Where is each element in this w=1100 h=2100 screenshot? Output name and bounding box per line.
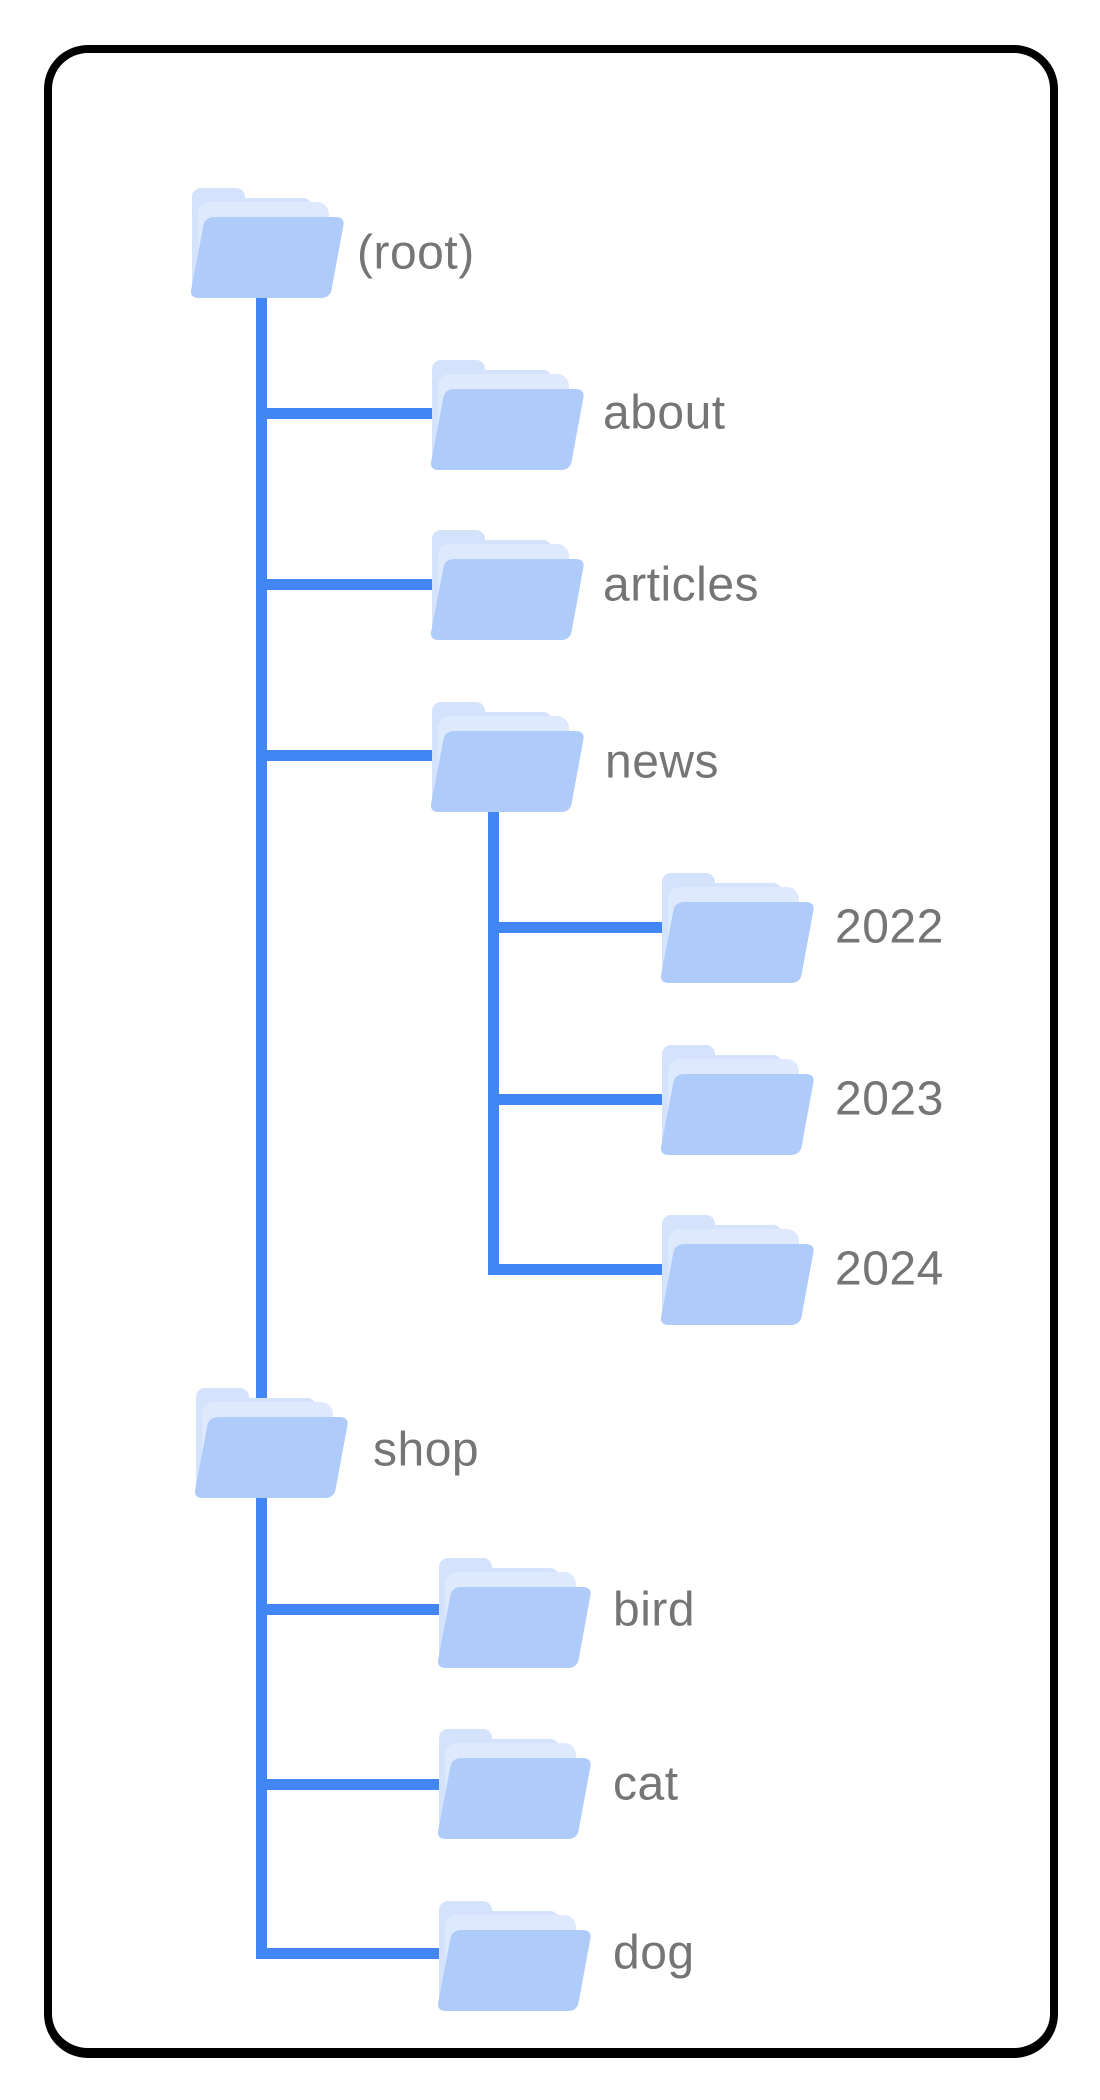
tree-connector-branch-articles	[256, 579, 434, 590]
folder-icon-2022	[660, 873, 814, 983]
tree-connector-branch-about	[256, 408, 434, 419]
folder-label-bird: bird	[613, 1583, 696, 1637]
tree-connector-branch-news	[256, 750, 434, 761]
folder-label-root: (root)	[357, 226, 475, 280]
tree-connector-branch-2022	[488, 922, 664, 933]
folder-icon-cat	[437, 1729, 591, 1839]
tree-connector-branch-cat	[256, 1779, 441, 1790]
folder-icon-articles	[430, 530, 584, 640]
folder-icon-root	[190, 188, 344, 298]
folder-label-2022: 2022	[835, 900, 944, 954]
tree-connector-branch-dog	[256, 1948, 441, 1959]
folder-label-2023: 2023	[835, 1072, 944, 1126]
tree-connector-branch-2024	[488, 1264, 664, 1275]
folder-icon-dog	[437, 1901, 591, 2011]
folder-label-dog: dog	[613, 1926, 695, 1980]
folder-label-cat: cat	[613, 1757, 679, 1811]
folder-icon-news	[430, 702, 584, 812]
tree-connector-branch-2023	[488, 1094, 664, 1105]
folder-icon-bird	[437, 1558, 591, 1668]
folder-label-news: news	[605, 735, 720, 789]
folder-icon-shop	[194, 1388, 348, 1498]
folder-label-shop: shop	[373, 1423, 480, 1477]
folder-icon-2023	[660, 1045, 814, 1155]
diagram-card: (root) about articles news 2022 2023	[44, 45, 1058, 2058]
folder-label-2024: 2024	[835, 1242, 944, 1296]
tree-connector-branch-bird	[256, 1604, 441, 1615]
folder-label-articles: articles	[603, 558, 760, 612]
tree-connector-trunk-news	[488, 811, 499, 1275]
folder-icon-about	[430, 360, 584, 470]
tree-connector-trunk-main	[256, 298, 267, 1959]
folder-icon-2024	[660, 1215, 814, 1325]
folder-label-about: about	[603, 386, 726, 440]
